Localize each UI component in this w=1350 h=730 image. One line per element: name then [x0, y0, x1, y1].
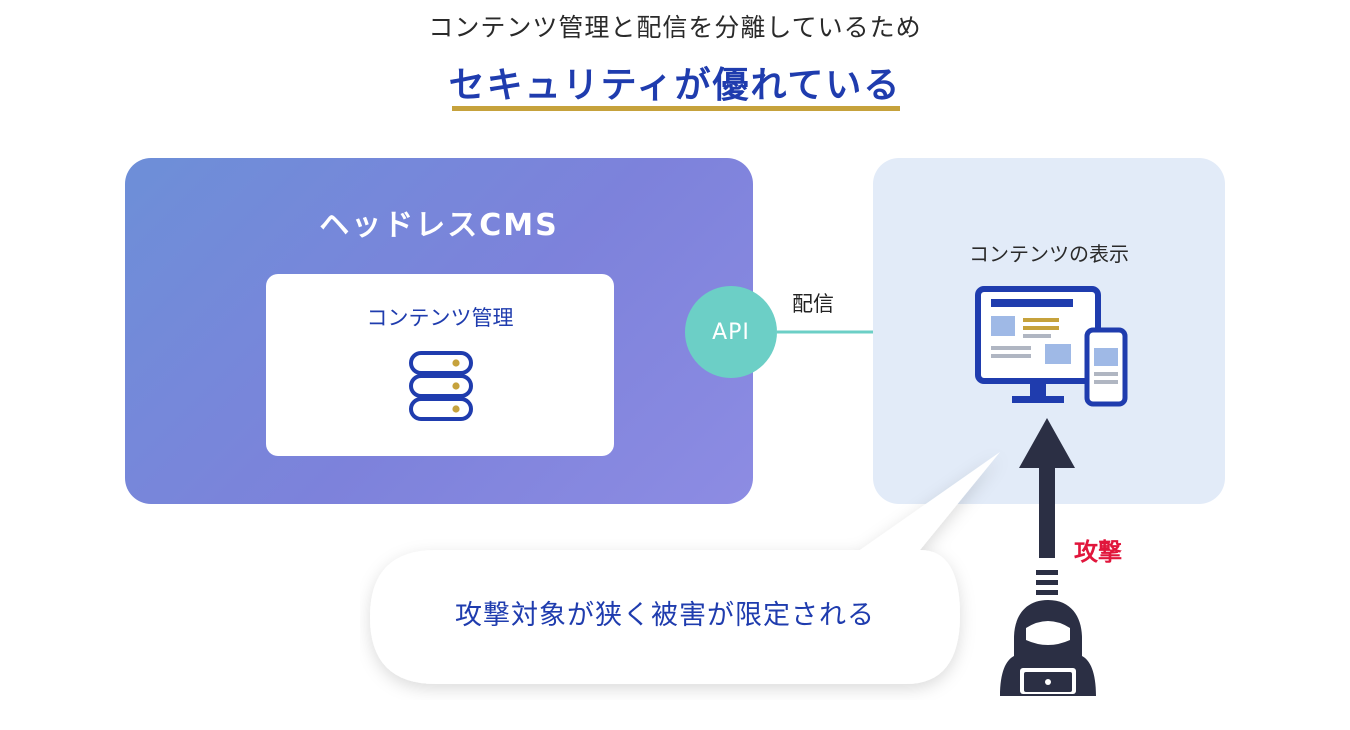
delivery-label: 配信 — [792, 292, 834, 316]
attack-arrow — [1019, 418, 1075, 595]
attack-label: 攻撃 — [1074, 538, 1122, 566]
callout-text: 攻撃対象が狭く被害が限定される — [455, 600, 875, 631]
title-underline — [452, 106, 900, 111]
devices-icon — [975, 286, 1128, 407]
page-subtitle: コンテンツ管理と配信を分離しているため — [428, 13, 922, 42]
content-management-label: コンテンツ管理 — [366, 306, 514, 330]
api-badge: API — [685, 286, 777, 378]
page-title: セキュリティが優れている — [448, 65, 902, 106]
headless-cms-title: ヘッドレスCMS — [319, 208, 559, 243]
content-display-label: コンテンツの表示 — [969, 242, 1129, 266]
callout-bubble — [370, 452, 1000, 684]
hacker-icon — [1000, 600, 1096, 696]
database-icon — [409, 351, 473, 421]
content-management-card — [266, 274, 614, 456]
